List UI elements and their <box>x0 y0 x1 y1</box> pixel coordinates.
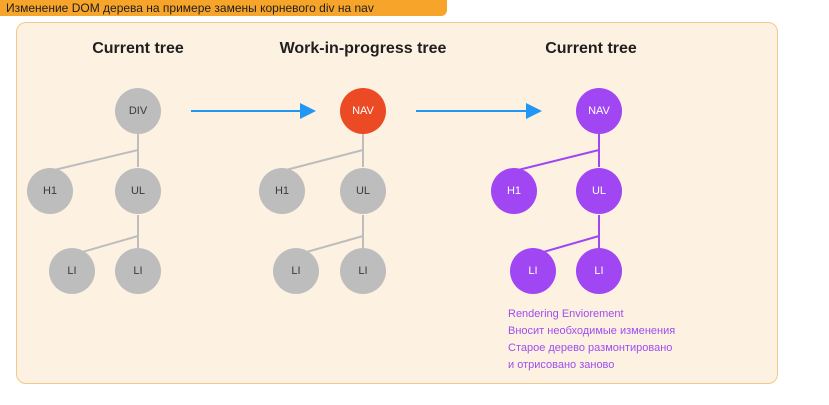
tree2-root-node: NAV <box>340 88 386 134</box>
note-line-3: Старое дерево размонтировано <box>508 342 673 354</box>
note-line-1: Rendering Enviorement <box>508 308 624 320</box>
tree3-ul-node: UL <box>576 168 622 214</box>
note-line-2: Вносит необходимые изменения <box>508 325 676 337</box>
tree2-ul-node: UL <box>340 168 386 214</box>
column-title-wip-tree: Work-in-progress tree <box>279 40 447 57</box>
tree2-li-node-1: LI <box>273 248 319 294</box>
column-title-current-tree-result: Current tree <box>545 40 637 57</box>
tree1-ul-node: UL <box>115 168 161 214</box>
tree1-li-node-1: LI <box>49 248 95 294</box>
commit-note: Rendering Enviorement Вносит необходимые… <box>508 306 675 374</box>
note-line-4: и отрисовано заново <box>508 359 615 371</box>
column-title-current-tree: Current tree <box>92 40 184 57</box>
tree1-li-node-2: LI <box>115 248 161 294</box>
tree3-root-node: NAV <box>576 88 622 134</box>
tree2-li-node-2: LI <box>340 248 386 294</box>
tree2-h1-node: H1 <box>259 168 305 214</box>
tree3-li-node-2: LI <box>576 248 622 294</box>
tree3-h1-node: H1 <box>491 168 537 214</box>
diagram-title: Изменение DOM дерева на примере замены к… <box>0 0 447 16</box>
tree3-li-node-1: LI <box>510 248 556 294</box>
tree1-root-node: DIV <box>115 88 161 134</box>
tree1-h1-node: H1 <box>27 168 73 214</box>
